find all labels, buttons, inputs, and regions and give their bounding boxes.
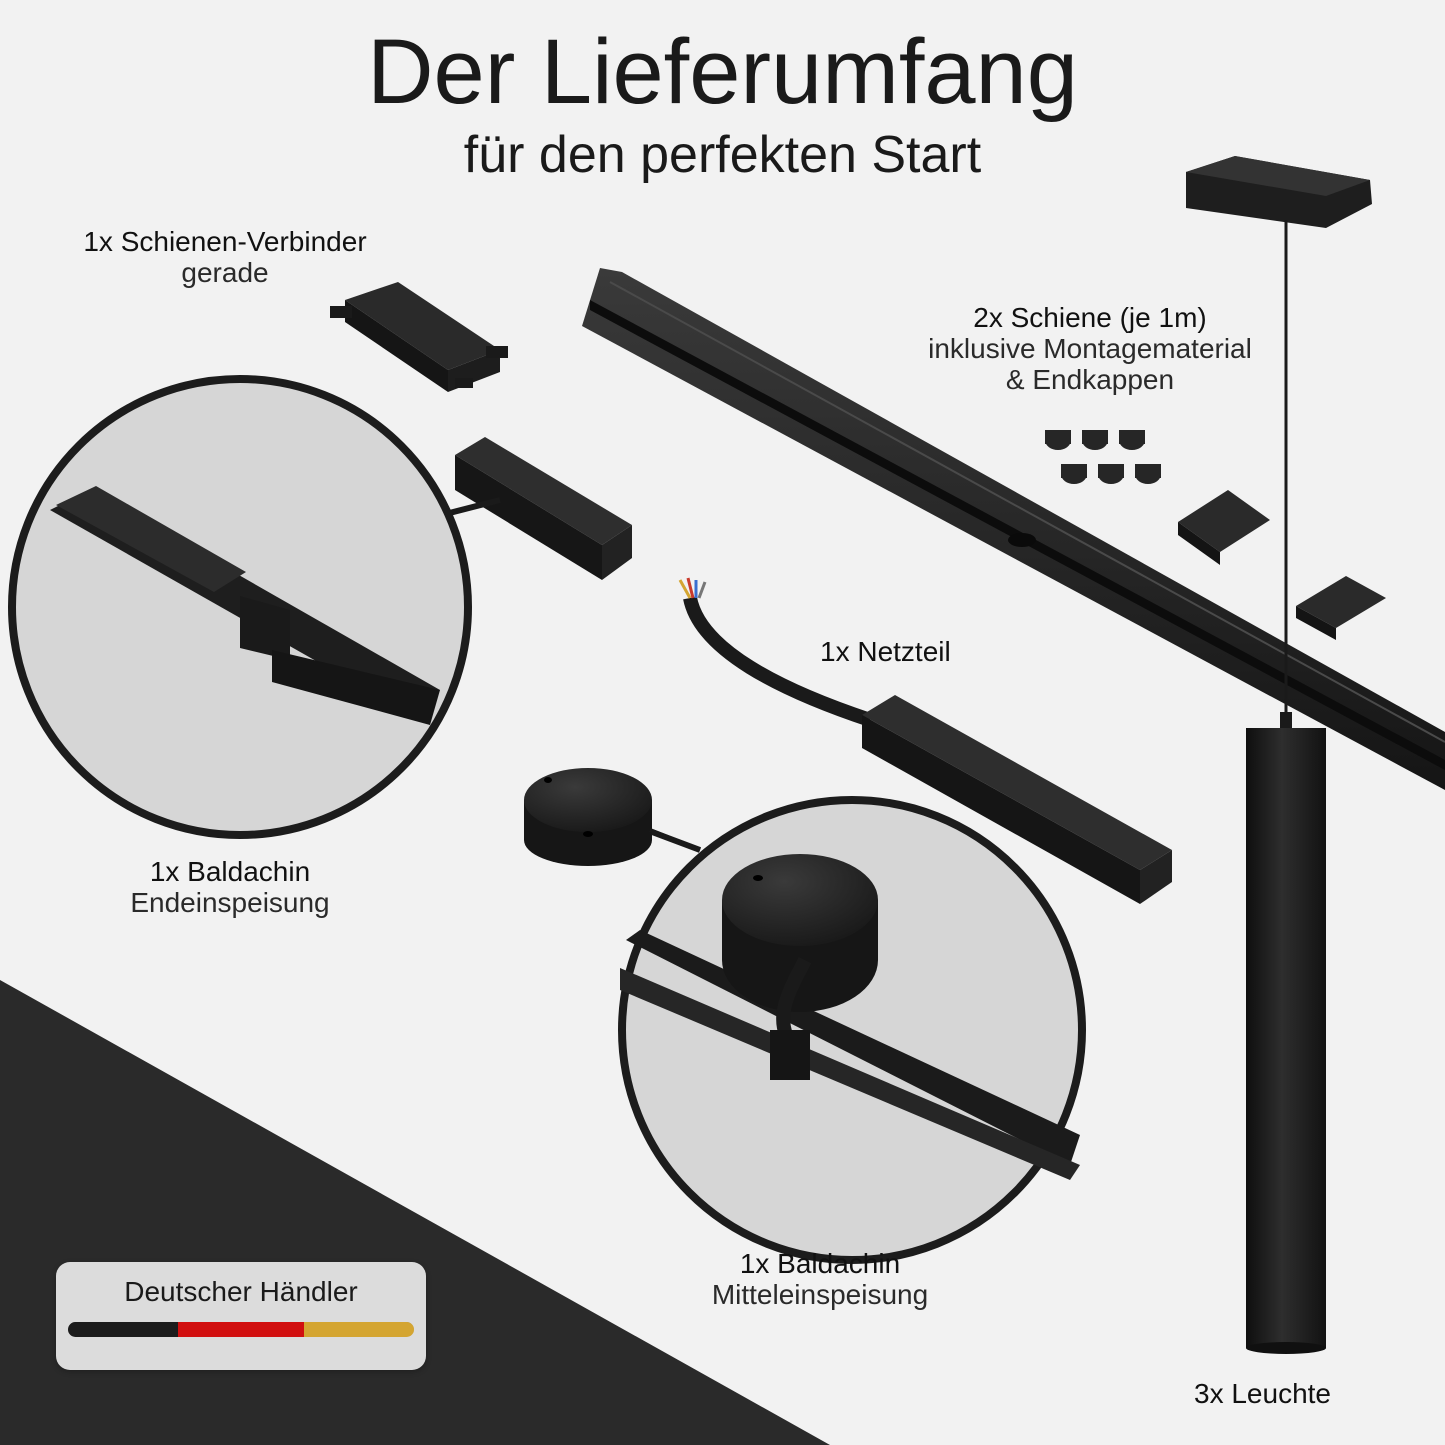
- power-supply-icon: [678, 577, 1172, 904]
- zoom-circle-end-feed: [8, 375, 501, 839]
- flag-stripe-gold: [304, 1322, 414, 1337]
- connector-label-title: 1x Schienen-Verbinder: [83, 226, 367, 257]
- page-title: Der Lieferumfang: [367, 21, 1078, 123]
- rail-label-title: 2x Schiene (je 1m): [973, 302, 1207, 333]
- canopy-end-label-title: 1x Baldachin: [149, 856, 311, 887]
- flag-stripe-black: [68, 1322, 178, 1337]
- pendant-label: 3x Leuchte: [1194, 1378, 1331, 1409]
- end-feed-piece-icon: [455, 437, 632, 580]
- canopy-middle-label-sub: Mitteleinspeisung: [711, 1279, 929, 1310]
- german-dealer-badge: Deutscher Händler: [56, 1262, 426, 1370]
- rail-label-sub1: inklusive Montagematerial: [928, 333, 1252, 364]
- canopy-end-label: 1x Baldachin Endeinspeisung: [60, 856, 400, 918]
- rail-icon: [582, 268, 1445, 790]
- rail-label-sub2: & Endkappen: [1005, 364, 1175, 395]
- german-flag-icon: [68, 1322, 414, 1337]
- badge-text: Deutscher Händler: [124, 1276, 358, 1307]
- canopy-middle-label: 1x Baldachin Mitteleinspeisung: [650, 1248, 990, 1310]
- power-supply-label: 1x Netzteil: [820, 636, 951, 667]
- flag-stripe-red: [178, 1322, 304, 1337]
- end-cap-icon: [1045, 430, 1161, 484]
- connector-label-sub: gerade: [181, 257, 269, 288]
- rail-label: 2x Schiene (je 1m) inklusive Montagemate…: [890, 302, 1290, 395]
- page-subtitle: für den perfekten Start: [463, 126, 982, 184]
- rail-end-piece-icon: [1178, 490, 1386, 640]
- connector-icon: [330, 282, 508, 392]
- canopy-icon: [524, 768, 701, 866]
- connector-label: 1x Schienen-Verbinder gerade: [40, 226, 410, 288]
- pendant-lamp-icon: [1186, 156, 1372, 1354]
- zoom-circle-middle-feed: [618, 796, 1086, 1264]
- canopy-middle-label-title: 1x Baldachin: [739, 1248, 901, 1279]
- canopy-end-label-sub: Endeinspeisung: [130, 887, 330, 918]
